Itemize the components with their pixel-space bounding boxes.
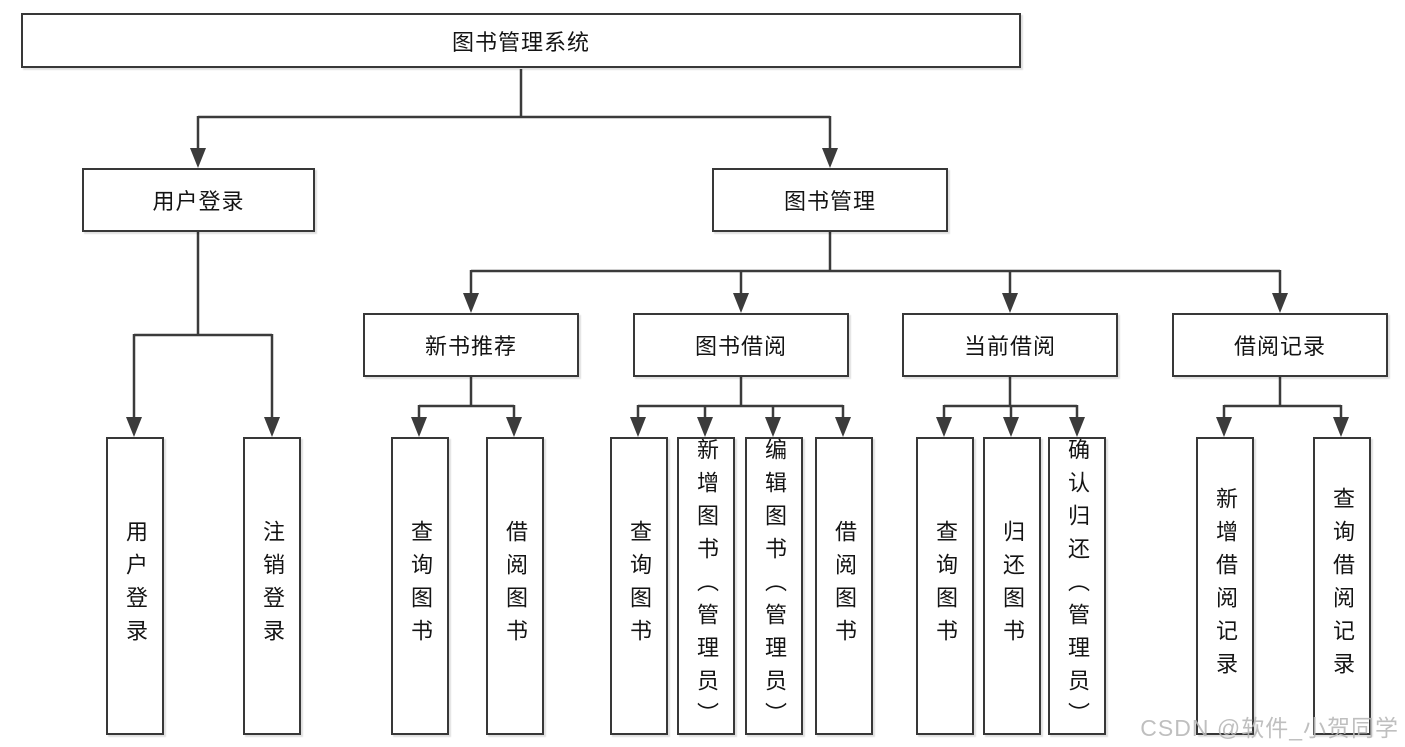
leaf-label: 归还图书 — [1000, 520, 1025, 652]
leaf-query-borrow-record: 查询借阅记录 — [1313, 437, 1371, 735]
leaf-label: 新增图书（管理员） — [694, 437, 719, 735]
node-new-book-recommendation: 新书推荐 — [363, 313, 579, 377]
leaf-add-borrow-record: 新增借阅记录 — [1196, 437, 1254, 735]
leaf-borrow-books-recommend: 借阅图书 — [486, 437, 544, 735]
leaf-return-books: 归还图书 — [983, 437, 1041, 735]
node-label: 图书借阅 — [694, 334, 787, 359]
leaf-label: 查询图书 — [408, 520, 433, 652]
leaf-label: 新增借阅记录 — [1213, 487, 1238, 685]
node-system-root: 图书管理系统 — [21, 13, 1021, 68]
node-label: 当前借阅 — [963, 334, 1056, 359]
leaf-label: 确认归还（管理员） — [1065, 437, 1090, 735]
node-user-login-branch: 用户登录 — [82, 168, 315, 232]
leaf-add-books-admin: 新增图书（管理员） — [677, 437, 735, 735]
leaf-label: 编辑图书（管理员） — [762, 437, 787, 735]
node-label: 新书推荐 — [424, 334, 517, 359]
leaf-label: 查询图书 — [627, 520, 652, 652]
leaf-logout: 注销登录 — [243, 437, 301, 735]
leaf-label: 查询图书 — [933, 520, 958, 652]
leaf-label: 借阅图书 — [832, 520, 857, 652]
node-book-management-branch: 图书管理 — [712, 168, 948, 232]
leaf-query-books-borrow: 查询图书 — [610, 437, 668, 735]
arrowhead-icons — [126, 148, 1349, 437]
leaf-confirm-return-admin: 确认归还（管理员） — [1048, 437, 1106, 735]
leaf-query-books-recommend: 查询图书 — [391, 437, 449, 735]
leaf-query-books-current: 查询图书 — [916, 437, 974, 735]
node-current-borrowing: 当前借阅 — [902, 313, 1118, 377]
leaf-edit-books-admin: 编辑图书（管理员） — [745, 437, 803, 735]
node-book-borrowing: 图书借阅 — [633, 313, 849, 377]
node-label: 用户登录 — [152, 189, 245, 214]
leaf-label: 注销登录 — [260, 520, 285, 652]
node-label: 图书管理系统 — [451, 29, 590, 55]
leaf-label: 借阅图书 — [503, 520, 528, 652]
leaf-borrow-books: 借阅图书 — [815, 437, 873, 735]
node-borrowing-records: 借阅记录 — [1172, 313, 1388, 377]
leaf-label: 用户登录 — [123, 520, 148, 652]
leaf-user-login: 用户登录 — [106, 437, 164, 735]
node-label: 图书管理 — [783, 189, 876, 214]
leaf-label: 查询借阅记录 — [1330, 487, 1355, 685]
node-label: 借阅记录 — [1233, 334, 1326, 359]
